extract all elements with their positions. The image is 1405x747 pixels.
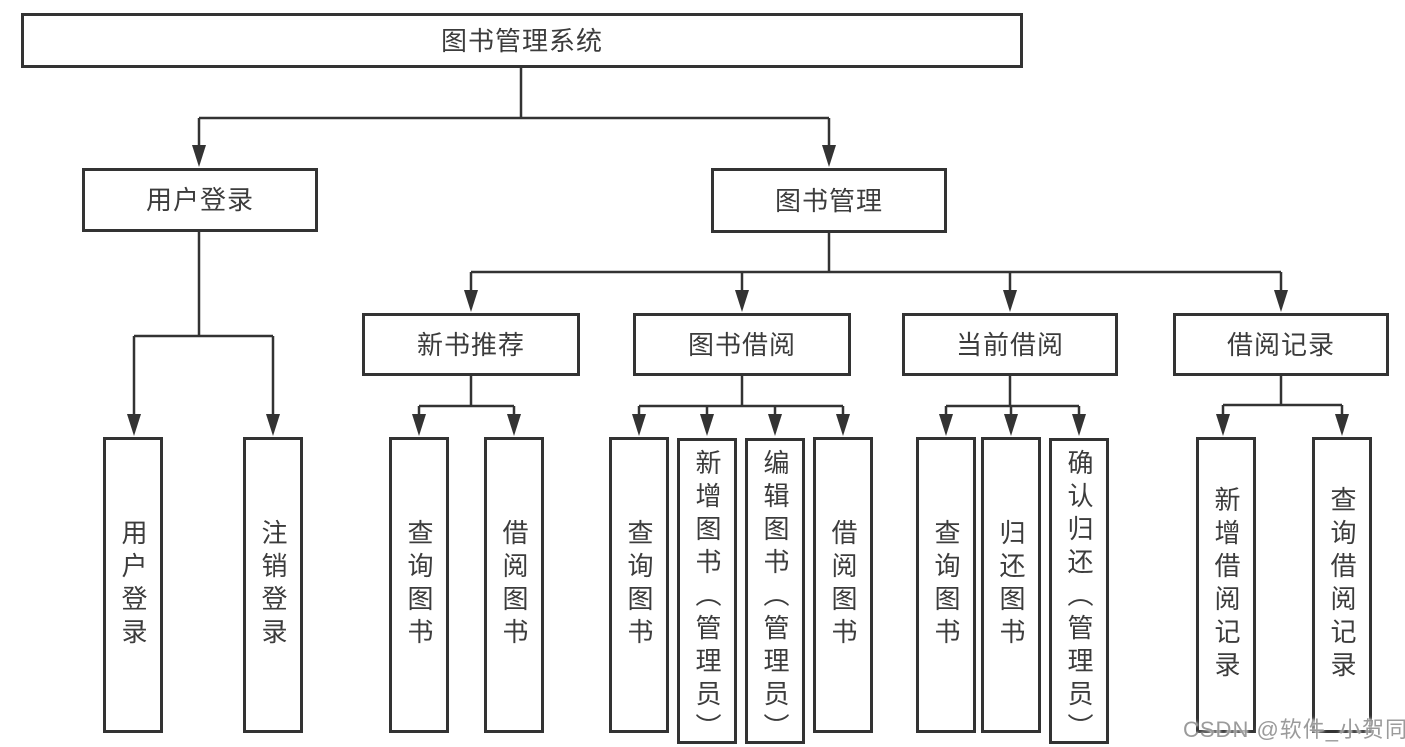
leaf-query-borrow-record: 查询借阅记录 [1312,437,1372,733]
leaf-query-books-1: 查询图书 [389,437,449,733]
node-user-login: 用户登录 [82,168,318,232]
node-new-book-recommend: 新书推荐 [362,313,580,376]
csdn-watermark: CSDN @软件_小贺同学 [1183,717,1405,742]
node-book-borrowing: 图书借阅 [633,313,851,376]
leaf-edit-book-admin: 编辑图书（管理员） [745,438,805,746]
edge-root-to-level2 [192,66,836,167]
leaf-logout: 注销登录 [243,437,303,733]
leaf-add-borrow-record: 新增借阅记录 [1196,437,1256,733]
leaf-query-books-2: 查询图书 [609,437,669,733]
leaf-return-book: 归还图书 [981,437,1041,733]
node-book-management: 图书管理 [711,168,947,233]
edge-new-book-children [412,376,521,436]
node-library-system: 图书管理系统 [21,13,1023,68]
edge-borrow-records-children [1216,376,1349,436]
edge-current-borrow-children [939,376,1086,436]
node-current-borrowing: 当前借阅 [902,313,1118,376]
node-borrowing-records: 借阅记录 [1173,313,1389,376]
leaf-confirm-return-admin: 确认归还（管理员） [1049,438,1109,746]
leaf-borrow-books-1: 借阅图书 [484,437,544,733]
leaf-user-login: 用户登录 [103,437,163,733]
leaf-add-book-admin: 新增图书（管理员） [677,438,737,746]
edge-book-mgmt-to-level3 [464,233,1288,312]
leaf-borrow-books-2: 借阅图书 [813,437,873,733]
edge-user-login-children [127,232,280,436]
edge-book-borrow-children [632,376,850,436]
leaf-query-books-3: 查询图书 [916,437,976,733]
